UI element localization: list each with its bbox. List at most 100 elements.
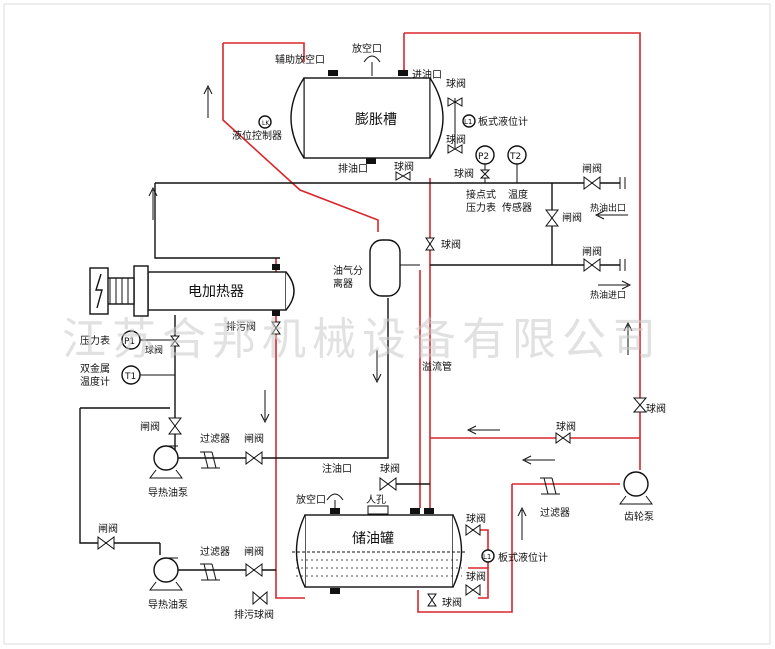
contact-pressure-label-2: 压力表 (466, 201, 496, 214)
red-pipe-top-right (404, 32, 641, 470)
plate-level-gauge-top: L1 (454, 98, 476, 148)
svg-text:L1: L1 (483, 553, 491, 561)
contact-pressure-label-1: 接点式 (466, 188, 496, 201)
gate-valve-label-6: 闸阀 (244, 432, 264, 445)
valve-8 (425, 237, 435, 251)
gate-valve-label-2: 闸阀 (582, 245, 602, 258)
plate-level-gauge-top-label: 板式液位计 (478, 115, 528, 128)
gear-pump-label: 齿轮泵 (624, 510, 654, 523)
bimetal-label-1: 双金属 (80, 362, 110, 375)
ball-valve-label-7: 球阀 (380, 462, 400, 475)
nozzle-aux (328, 70, 338, 76)
ball-valve-label-10: 球阀 (466, 512, 486, 525)
valve-4 (479, 169, 491, 179)
pump-upper-label: 导热油泵 (148, 486, 188, 499)
storage-tank-body (304, 514, 454, 588)
ball-valve-label-1: 球阀 (446, 77, 466, 90)
svg-text:L1: L1 (464, 118, 472, 126)
gate-valve-label-4: 闸阀 (140, 420, 160, 433)
valve-13 (97, 536, 115, 550)
gate-valve-label-3: 闸阀 (562, 211, 582, 224)
valve-6 (583, 258, 601, 272)
valve-7 (545, 209, 559, 227)
heater-drain-valve-label: 排污阀 (226, 320, 256, 333)
separator-label-1: 油气分 (333, 264, 363, 277)
filters (200, 451, 560, 581)
arrow-up-right (623, 321, 633, 355)
overflow-pipe-label: 溢流管 (422, 360, 452, 373)
bimetal-label-2: 温度计 (80, 375, 110, 388)
separator-body (369, 239, 401, 297)
storage-tank (292, 493, 466, 594)
filter-right-label: 过滤器 (540, 506, 570, 519)
l1-top-symbol (462, 114, 476, 128)
hot-oil-inlet-label: 热油进口 (590, 289, 626, 301)
arrow-left-gear (521, 455, 555, 465)
gate-valve-label-7: 闸阀 (244, 545, 264, 558)
nozzle-inlet (398, 70, 408, 76)
electric-heater (89, 264, 295, 317)
arrow-down-1 (372, 350, 382, 384)
heater-flange (133, 265, 149, 317)
valves (97, 97, 648, 607)
drain-ball-valve-label: 排污球阀 (234, 608, 274, 621)
ball-valve-label-8: 球阀 (556, 420, 576, 433)
instruments-p2-t2: P2 T2 (475, 145, 527, 183)
plate-level-gauge-bottom: L1 (481, 549, 495, 563)
nozzle-drain (366, 158, 376, 164)
arrow-down-2 (260, 390, 270, 424)
vent-hook (363, 55, 381, 63)
ball-valve-label-5: 球阀 (441, 238, 461, 251)
gear-pump (619, 471, 653, 505)
temp-sensor-label-1: 温度 (508, 188, 528, 201)
hot-oil-outlet-label: 热油出口 (590, 202, 626, 214)
lightning-icon (95, 273, 103, 309)
valve-15 (379, 477, 397, 491)
manhole-label: 人孔 (366, 494, 386, 506)
heater-label: 电加热器 (188, 284, 244, 300)
gate-valve-label-1: 闸阀 (582, 162, 602, 175)
svg-text:P2: P2 (478, 152, 489, 162)
ball-valve-label-4: 球阀 (454, 167, 474, 180)
arrow-up-gear (517, 506, 527, 540)
pressure-gauge-label: 压力表 (80, 334, 110, 347)
oil-fill-label: 注油口 (322, 462, 352, 475)
ball-valve-label-12: 球阀 (442, 596, 462, 609)
valve-17 (632, 397, 648, 413)
filter-upper-label: 过滤器 (200, 432, 230, 445)
storage-tank-label: 储油罐 (352, 531, 394, 547)
level-controller-symbol (258, 115, 272, 129)
plate-level-gauge-bottom-label: 板式液位计 (498, 551, 548, 564)
valve-9 (271, 321, 281, 335)
oil-drain-label: 排油口 (338, 162, 368, 175)
arrow-up-2 (148, 186, 158, 220)
valve-10 (169, 335, 181, 347)
svg-text:T1: T1 (124, 372, 136, 382)
valve-11 (168, 417, 182, 435)
ball-valve-label-3: 球阀 (394, 160, 414, 173)
pipe-separator-out (276, 298, 389, 459)
heater-element (103, 277, 135, 305)
pump-lower (149, 557, 183, 591)
oil-inlet-top-label: 进油口 (412, 68, 442, 81)
ball-valve-label-9: 球阀 (646, 402, 666, 415)
ball-valve-label-2: 球阀 (446, 133, 466, 146)
vent-storage-label: 放空口 (296, 493, 326, 506)
vent-top-label: 放空口 (352, 42, 382, 55)
aux-vent-label: 辅助放空口 (275, 53, 325, 66)
arrow-up-1 (203, 84, 213, 118)
frame (3, 3, 771, 645)
oil-gas-separator (369, 239, 420, 297)
valve-2 (447, 144, 463, 154)
arrow-inlet (598, 280, 632, 290)
valve-16 (555, 432, 571, 444)
arrow-left-return (466, 425, 500, 435)
instruments-p1-t1: P1 T1 (121, 330, 175, 385)
black-pipelines (79, 182, 620, 571)
svg-text:P1: P1 (124, 337, 135, 347)
gate-valve-label-5: 闸阀 (98, 522, 118, 535)
pump-upper (149, 445, 183, 479)
valve-20 (427, 593, 437, 607)
